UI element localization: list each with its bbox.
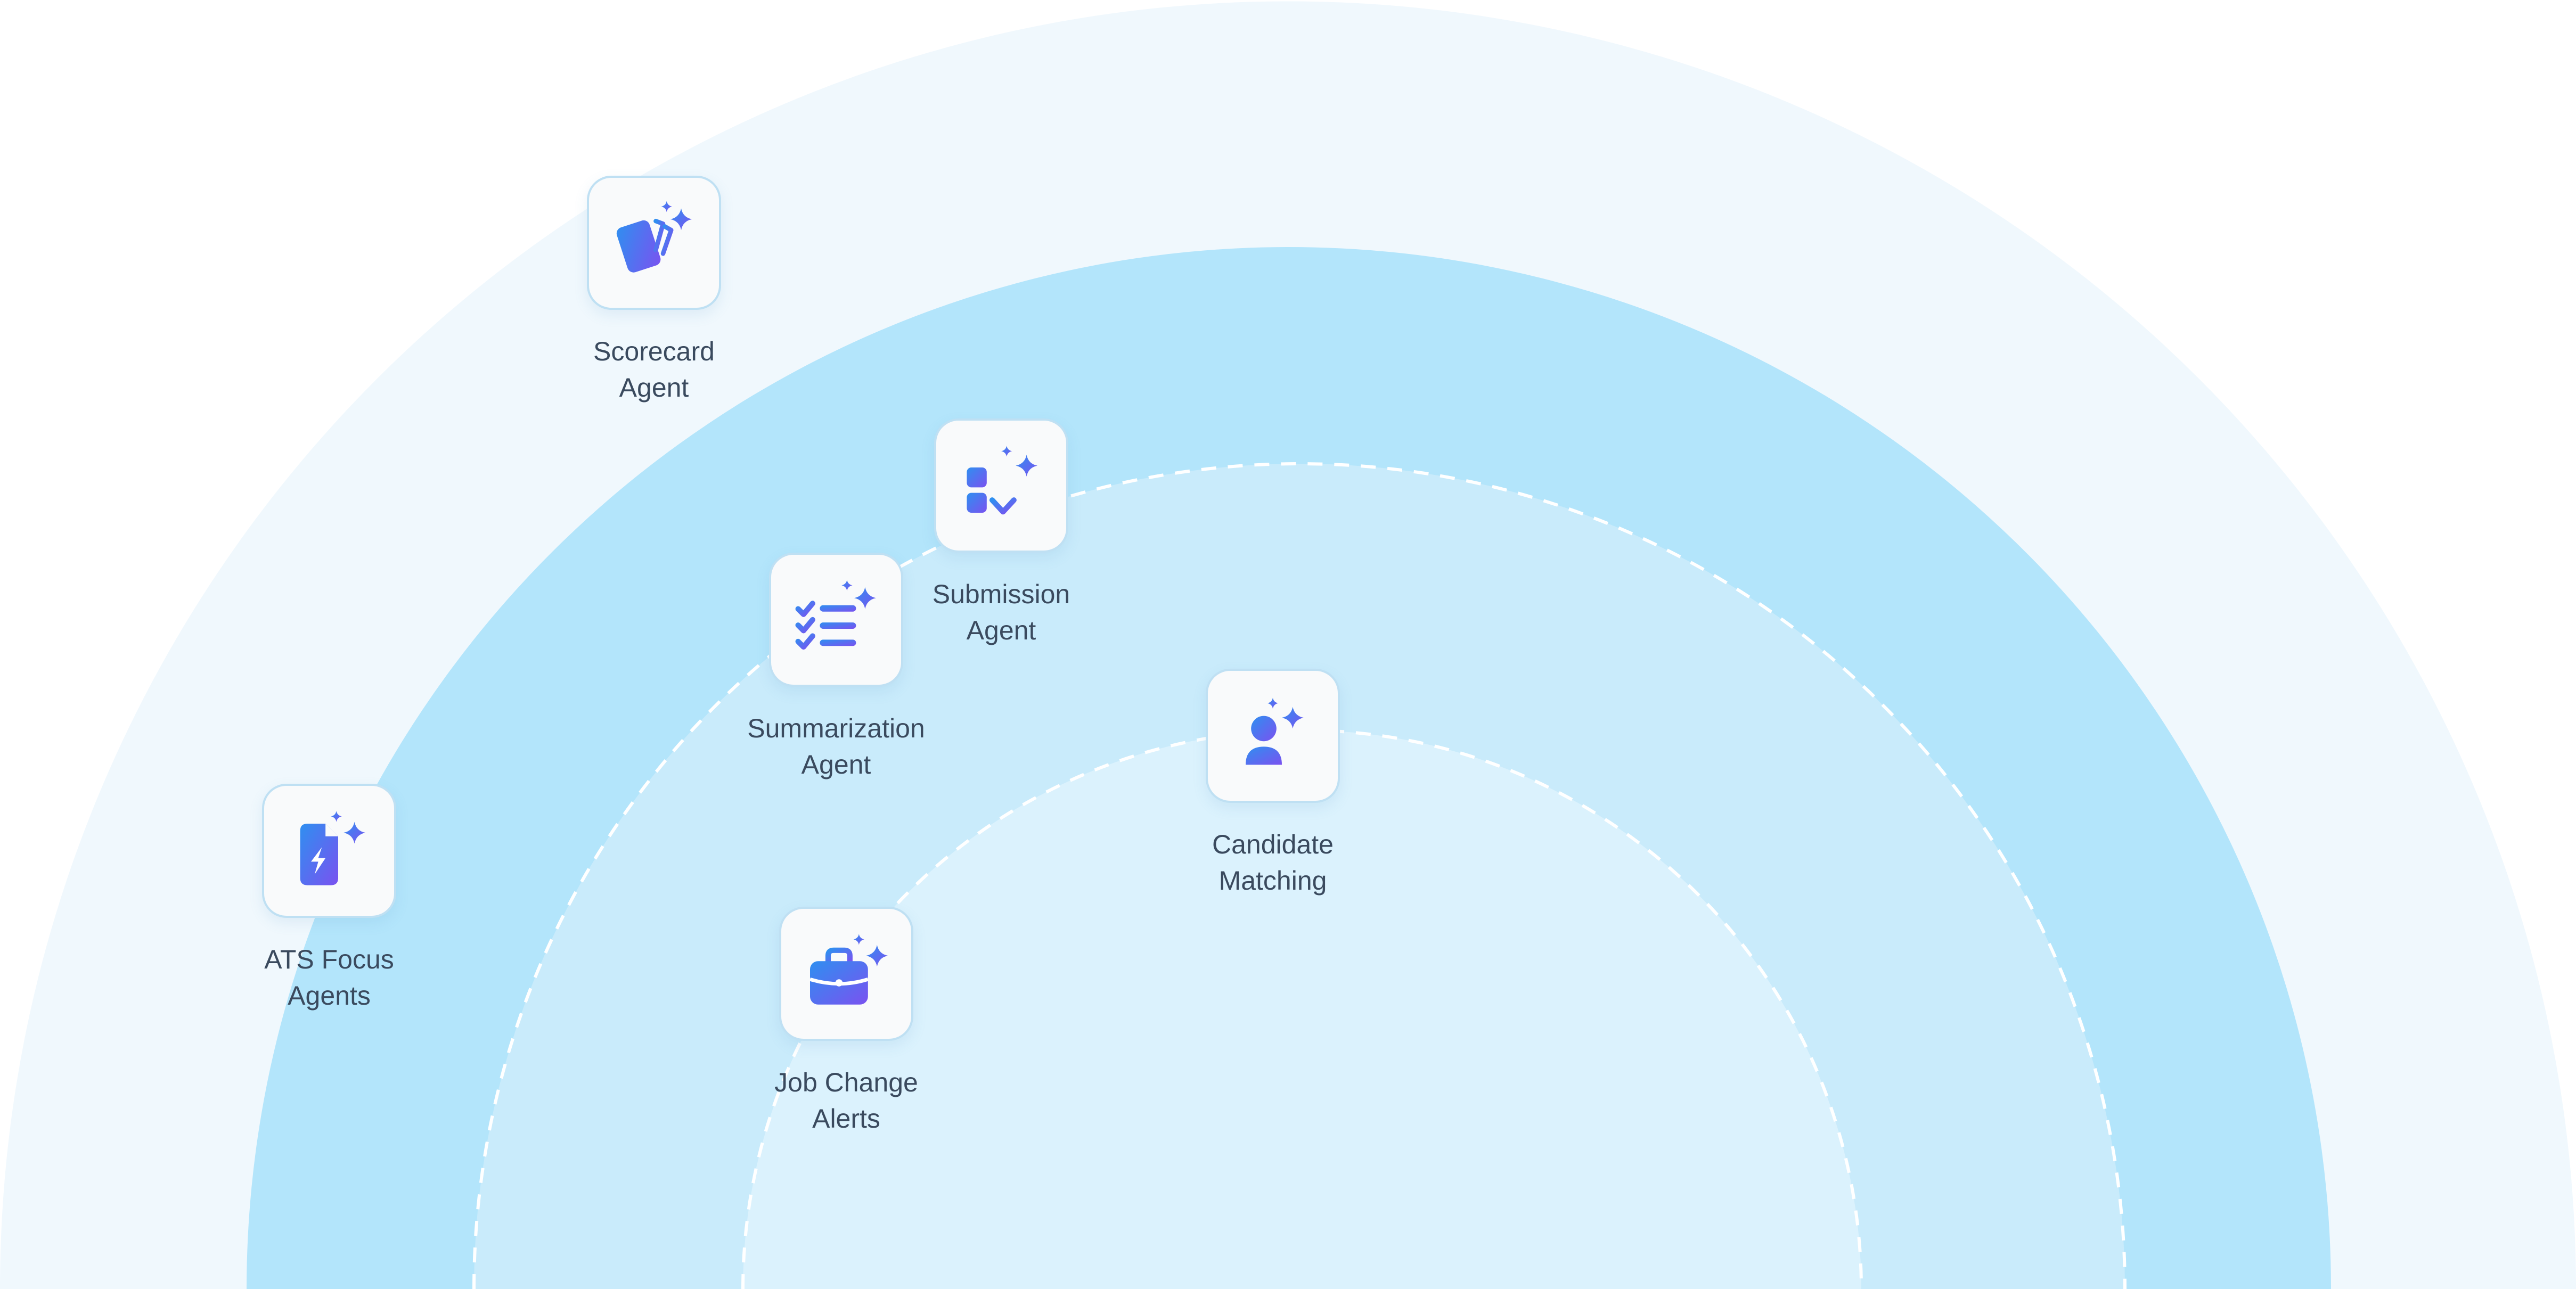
document-bolt-sparkle-icon: [300, 811, 365, 885]
inner-ring-dashed-border: [741, 728, 1863, 1289]
label-line-1: ATS Focus: [264, 945, 394, 974]
label-line-1: Submission: [932, 579, 1070, 609]
candidate-matching-label: Candidate Matching: [1212, 826, 1334, 899]
agent-submission[interactable]: Submission Agent: [889, 418, 1113, 648]
checklist-sparkle-icon: [795, 580, 876, 650]
summarization-agent-tile[interactable]: [769, 553, 903, 687]
agent-summarization[interactable]: Summarization Agent: [724, 553, 948, 783]
job-change-alerts-tile[interactable]: [779, 907, 913, 1041]
scorecard-agent-tile[interactable]: [587, 176, 721, 310]
label-line-2: Agent: [966, 615, 1036, 645]
ats-focus-agents-tile[interactable]: [262, 784, 396, 918]
label-line-1: Job Change: [774, 1068, 918, 1097]
label-line-1: Scorecard: [593, 336, 715, 366]
agent-candidate-matching[interactable]: Candidate Matching: [1161, 669, 1385, 899]
agent-job-change-alerts[interactable]: Job Change Alerts: [734, 907, 958, 1137]
label-line-2: Agent: [801, 750, 871, 779]
agent-ats-focus[interactable]: ATS Focus Agents: [217, 784, 441, 1014]
scorecard-agent-label: Scorecard Agent: [593, 333, 715, 406]
label-line-1: Candidate: [1212, 830, 1334, 859]
submission-agent-label: Submission Agent: [933, 576, 1070, 648]
candidate-matching-tile[interactable]: [1206, 669, 1340, 803]
sort-sparkle-icon: [967, 446, 1037, 515]
agent-scorecard[interactable]: Scorecard Agent: [542, 176, 766, 406]
person-sparkle-icon: [1246, 697, 1304, 765]
inner-ring: [743, 730, 1861, 1289]
submission-agent-tile[interactable]: [934, 418, 1068, 553]
cards-sparkle-icon: [616, 201, 692, 273]
label-line-2: Alerts: [812, 1104, 880, 1134]
summarization-agent-label: Summarization Agent: [747, 710, 925, 783]
label-line-2: Agents: [288, 981, 371, 1011]
ats-focus-agents-label: ATS Focus Agents: [264, 941, 394, 1014]
label-line-2: Matching: [1219, 866, 1327, 896]
label-line-2: Agent: [619, 373, 689, 403]
label-line-1: Summarization: [747, 713, 925, 743]
briefcase-sparkle-icon: [809, 934, 888, 1005]
job-change-alerts-label: Job Change Alerts: [774, 1064, 918, 1137]
